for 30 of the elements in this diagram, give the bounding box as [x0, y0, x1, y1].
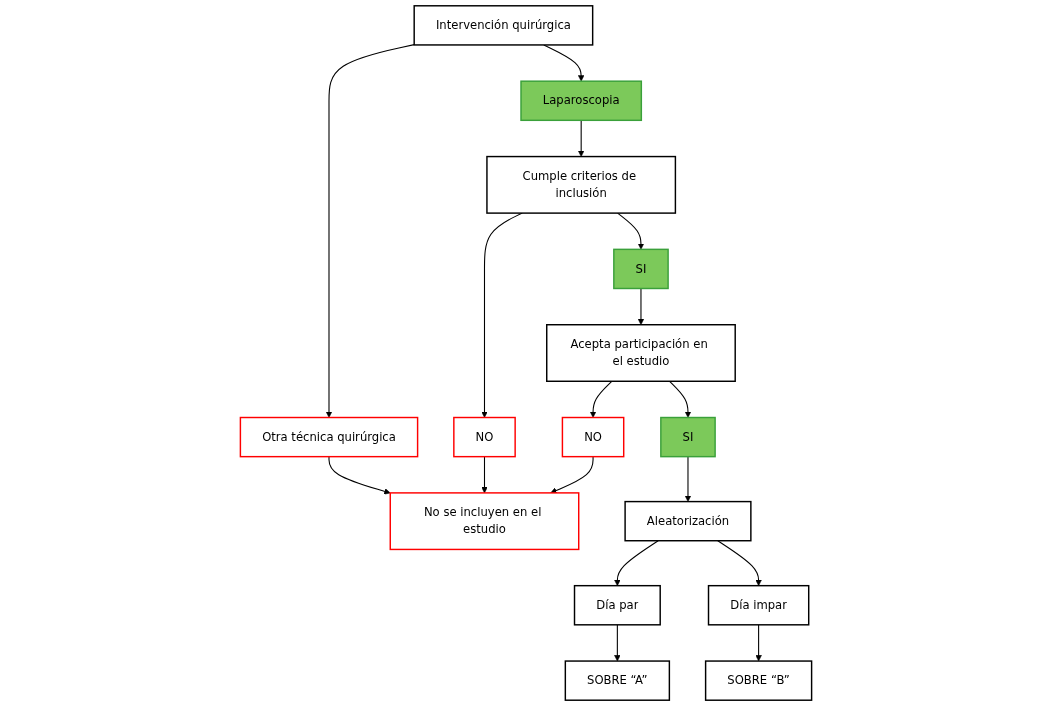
- arrow: [637, 287, 645, 325]
- node-box: Día impar: [707, 584, 810, 626]
- node-box: NO: [453, 416, 516, 458]
- node-box: Cumple criterios de inclusión: [486, 155, 677, 214]
- arrow: [325, 44, 415, 418]
- node-box: No se incluyen en el estudio: [389, 492, 580, 551]
- arrow: [543, 44, 585, 82]
- arrow: [669, 380, 692, 418]
- node-box: SOBRE “A”: [564, 660, 671, 701]
- arrow: [614, 624, 621, 662]
- arrow: [578, 119, 585, 157]
- node-box: Día par: [573, 584, 661, 626]
- node-box: Intervención quirúrgica: [413, 5, 594, 46]
- arrow: [717, 540, 762, 586]
- node-box: Otra técnica quirúrgica: [239, 416, 419, 458]
- arrow: [589, 380, 613, 418]
- arrow: [755, 624, 762, 662]
- node-box: SOBRE “B”: [704, 660, 813, 701]
- node-box: Laparoscopia: [520, 80, 643, 122]
- node-box: Acepta participación en el estudio: [546, 324, 736, 382]
- node-box: SI: [613, 248, 669, 290]
- arrow: [684, 456, 692, 502]
- arrow: [328, 456, 391, 495]
- node-box: Aleatorización: [624, 500, 752, 542]
- node-box: NO: [561, 416, 625, 458]
- arrow: [550, 456, 594, 494]
- node-box: SI: [660, 416, 716, 458]
- arrow: [481, 456, 488, 494]
- arrow: [614, 540, 659, 586]
- arrow: [617, 212, 645, 250]
